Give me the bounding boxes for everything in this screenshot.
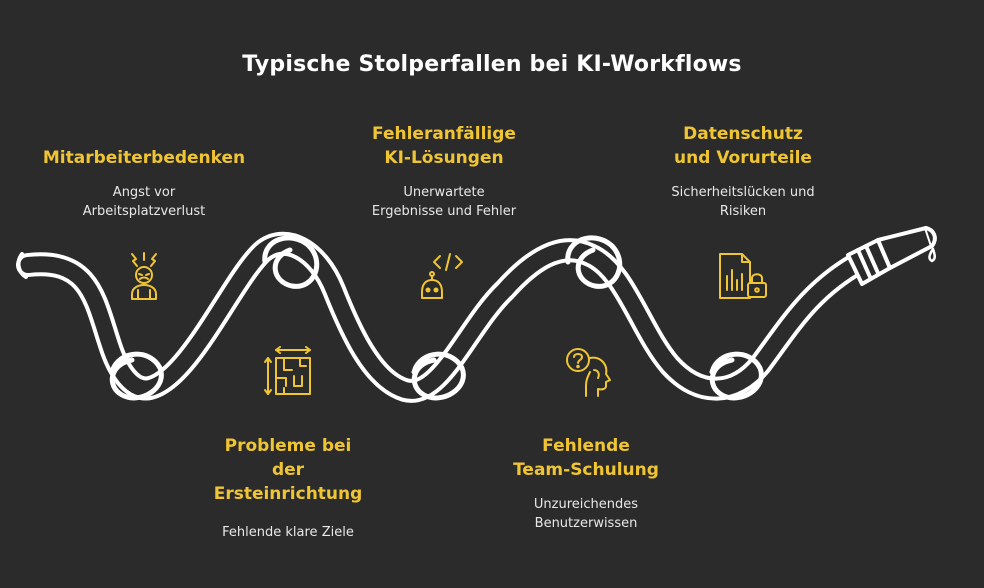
worried-person-icon bbox=[131, 252, 157, 300]
item-team-training: Fehlende Team-Schulung Unzureichendes Be… bbox=[474, 434, 698, 533]
item-heading: Mitarbeiterbedenken bbox=[42, 148, 246, 168]
item-heading: Fehlende Team-Schulung bbox=[513, 436, 659, 480]
item-description: Sicherheitslücken und Risiken bbox=[671, 185, 815, 219]
item-setup-problems: Probleme bei der Ersteinrichtung Fehlend… bbox=[172, 434, 404, 542]
item-description: Unzureichendes Benutzerwissen bbox=[533, 497, 639, 531]
head-question-icon bbox=[566, 348, 611, 397]
water-drop-icon bbox=[928, 247, 936, 263]
hose-knot bbox=[709, 351, 764, 401]
item-description: Unerwartete Ergebnisse und Fehler bbox=[371, 185, 517, 219]
maze-blueprint-icon bbox=[264, 346, 311, 395]
robot-code-icon bbox=[421, 253, 463, 299]
item-heading: Fehleranfällige KI-Lösungen bbox=[372, 124, 516, 168]
page-title: Typische Stolperfallen bei KI-Workflows bbox=[242, 52, 742, 77]
hose-knot bbox=[109, 351, 164, 401]
item-heading: Probleme bei der Ersteinrichtung bbox=[213, 436, 363, 504]
item-employee-concerns: Mitarbeiterbedenken Angst vor Arbeitspla… bbox=[24, 146, 264, 221]
secure-document-icon bbox=[719, 253, 767, 299]
item-heading: Datenschutz und Vorurteile bbox=[674, 124, 812, 168]
hose-knot bbox=[411, 351, 466, 401]
item-description: Angst vor Arbeitsplatzverlust bbox=[82, 185, 206, 219]
item-description: Fehlende klare Ziele bbox=[222, 525, 354, 540]
nozzle-icon bbox=[846, 226, 937, 286]
hose-knot bbox=[262, 235, 320, 289]
item-error-prone-ai: Fehleranfällige KI-Lösungen Unerwartete … bbox=[328, 122, 560, 221]
hose-knot bbox=[565, 235, 623, 289]
item-privacy-bias: Datenschutz und Vorurteile Sicherheitslü… bbox=[630, 122, 856, 221]
